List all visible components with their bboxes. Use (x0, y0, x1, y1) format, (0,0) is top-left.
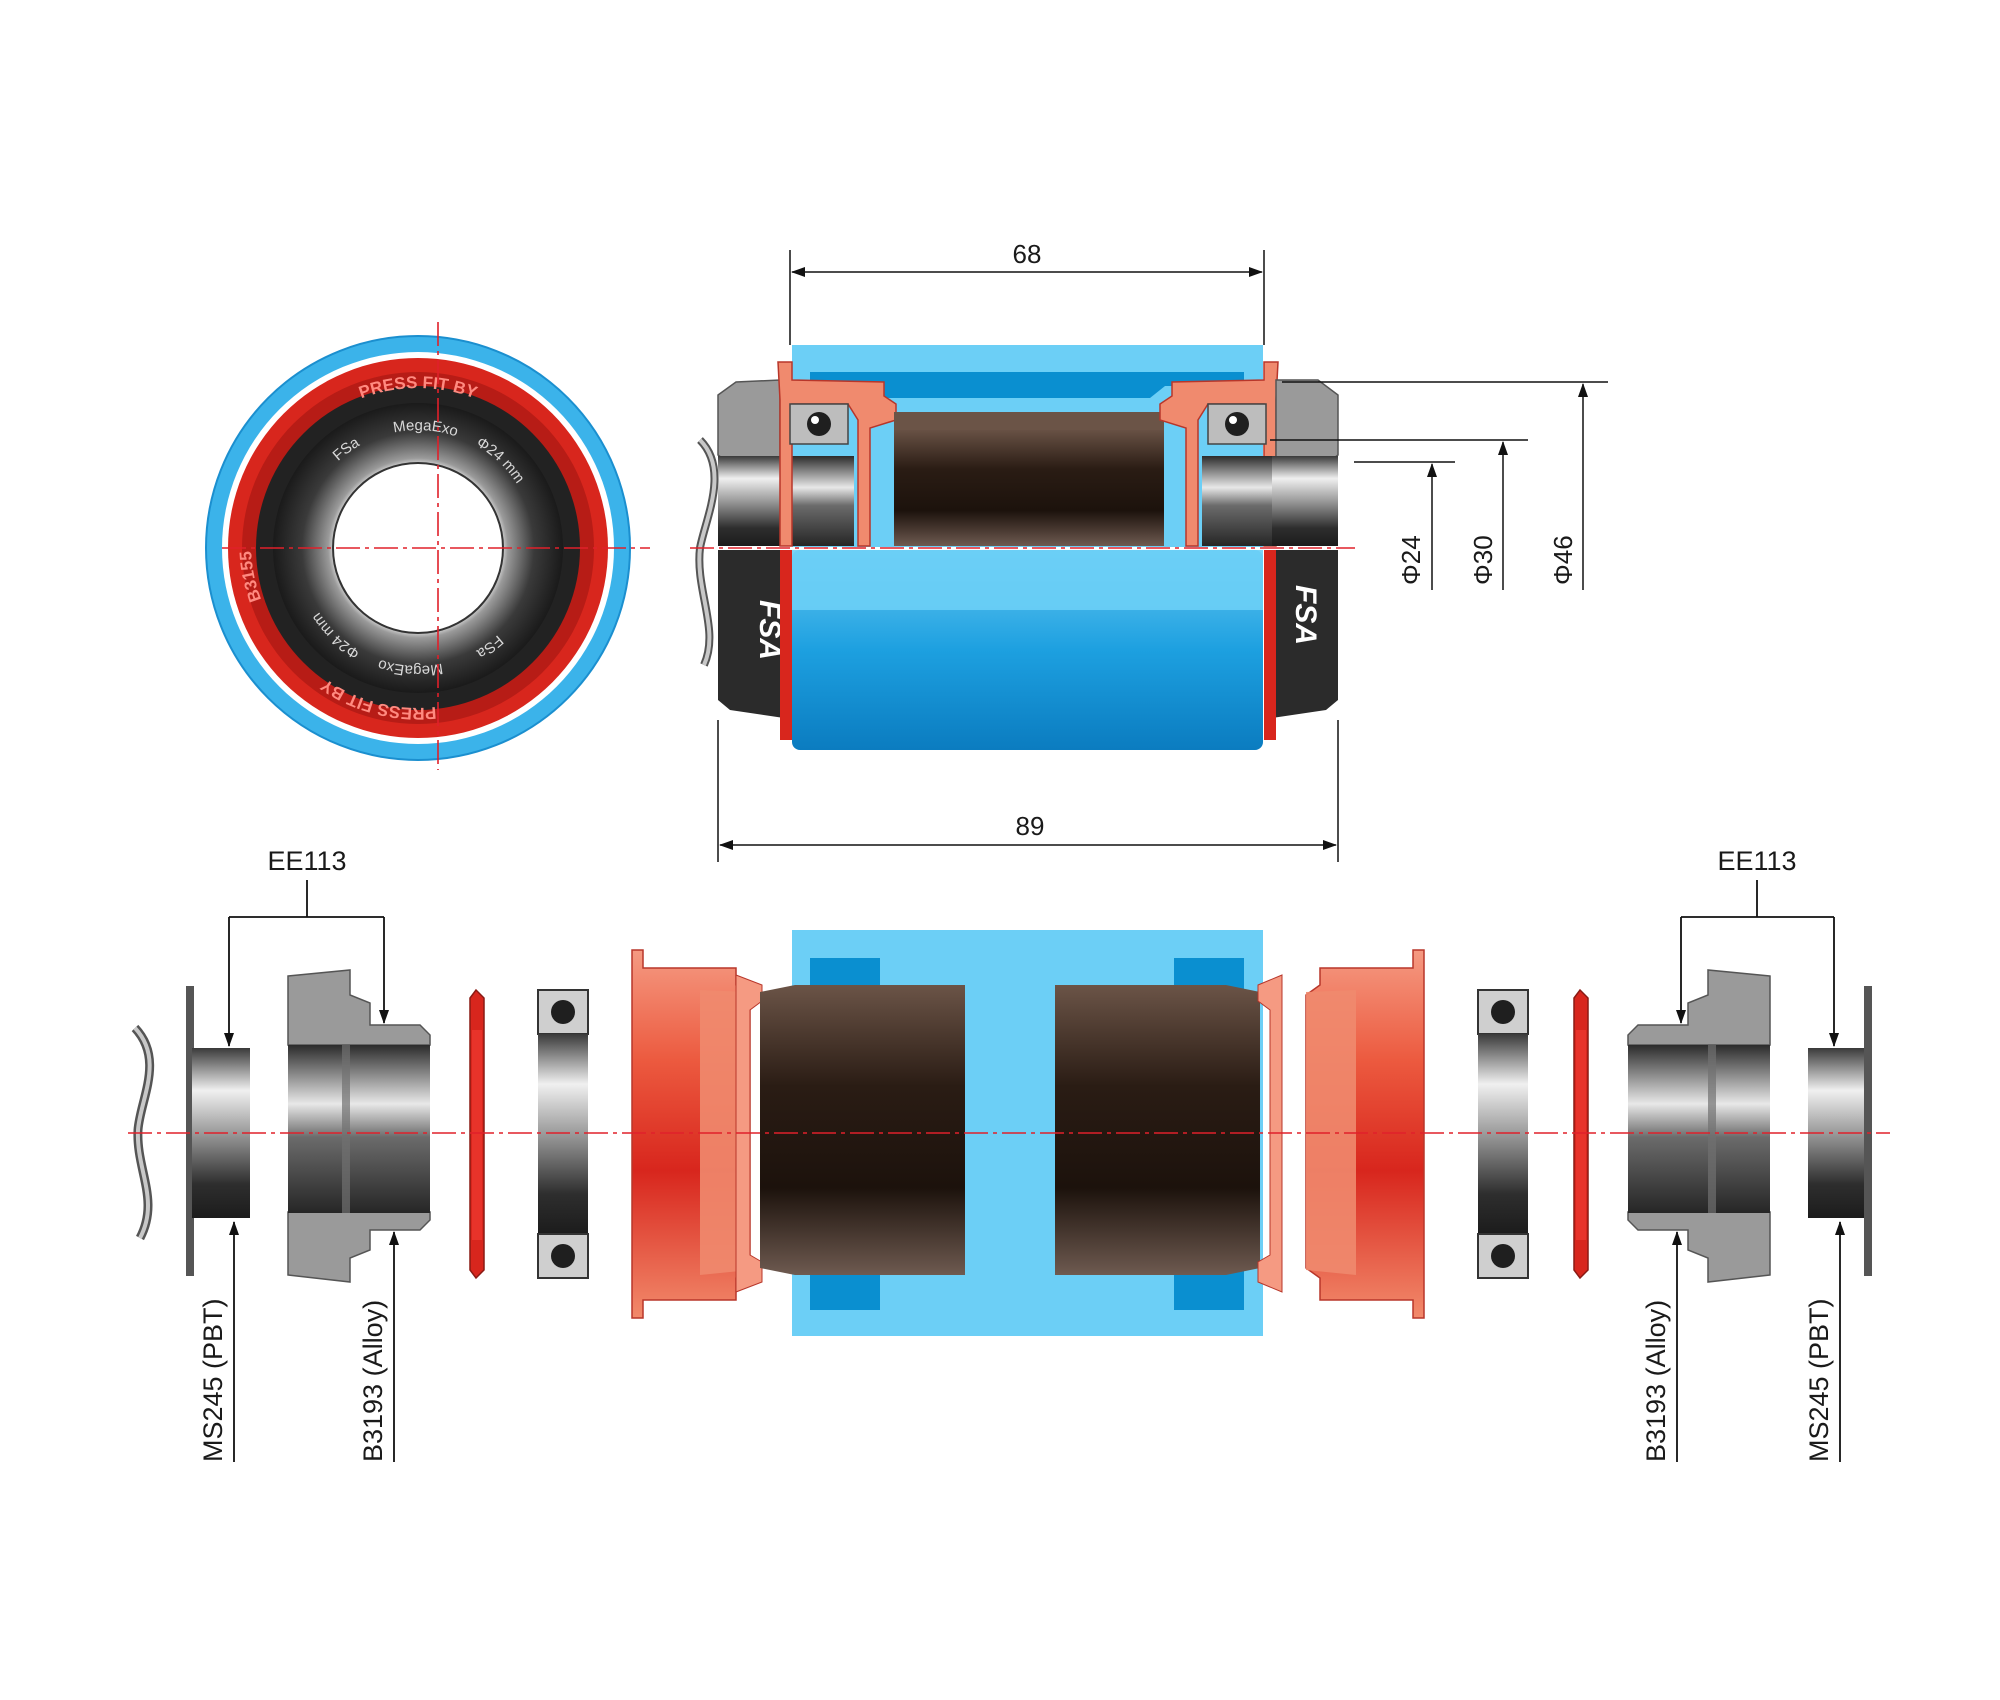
left-adapter-cylinder (784, 456, 854, 546)
left-adapter-groove (342, 1045, 350, 1213)
exploded-view: EE113 EE113 MS245 (PBT) B3193 (Alloy) B3… (128, 846, 1890, 1462)
label-ee113-right: EE113 (1717, 846, 1796, 876)
right-red-seal-ring-face (1576, 1030, 1586, 1240)
left-bearing-ball (807, 412, 831, 436)
right-cup-cylinder (1272, 456, 1338, 546)
shell-bottom-highlight (792, 550, 1263, 610)
spindle (894, 428, 1164, 546)
right-bearing-ball-highlight (1229, 416, 1237, 424)
spindle-left-half (760, 985, 965, 1275)
right-adapter-cylinder (1202, 456, 1272, 546)
left-adapter-body (288, 1045, 430, 1213)
right-adapter-groove (1708, 1045, 1716, 1213)
label-left-adapter: B3193 (Alloy) (358, 1300, 388, 1462)
spindle-top-edge (894, 412, 1164, 430)
right-side-logo: FSA (1289, 585, 1322, 645)
left-cup-cylinder (718, 456, 784, 546)
right-bearing-exploded-ball-bottom (1491, 1244, 1515, 1268)
right-bearing-exploded-bottom (1477, 1233, 1529, 1279)
left-bearing-exploded-ball-top (551, 1000, 575, 1024)
shell-top-dark (810, 372, 1244, 398)
dia-30-label: Φ30 (1468, 535, 1498, 585)
left-red-edge (780, 550, 792, 740)
left-bearing-exploded-top (537, 989, 589, 1035)
right-adapter-body (1628, 1045, 1770, 1213)
right-bearing-ball (1225, 412, 1249, 436)
right-red-cup-inner (1306, 990, 1356, 1275)
label-right-seal: MS245 (PBT) (1804, 1298, 1834, 1462)
label-right-adapter: B3193 (Alloy) (1641, 1300, 1671, 1462)
assembled-section-view: FSA FSA 68 89 (690, 239, 1608, 862)
spindle-right-half (1055, 985, 1260, 1275)
right-red-edge (1264, 550, 1276, 740)
left-adapter-section-top (287, 969, 431, 1046)
left-red-seal-ring-face (472, 1030, 482, 1240)
label-ee113-left: EE113 (267, 846, 346, 876)
end-view: PRESS FIT BY PRESS FIT BY B3155 FSa Mega… (205, 322, 650, 770)
left-bearing-ball-highlight (811, 416, 819, 424)
left-red-cup-section (777, 361, 897, 547)
left-wave-washer-exploded-inner (133, 1026, 152, 1239)
right-cup-lower (1272, 550, 1338, 718)
shell-exploded-core (970, 958, 1050, 1310)
left-bearing-exploded-ball-bottom (551, 1244, 575, 1268)
left-adapter-section-bottom (287, 1211, 431, 1283)
left-wave-washer (695, 437, 719, 667)
right-adapter-section-bottom (1627, 1211, 1771, 1283)
right-bearing-exploded-ball-top (1491, 1000, 1515, 1024)
right-adapter-section-top (1627, 969, 1771, 1046)
dim-68-label: 68 (1013, 239, 1042, 269)
left-seal-flange (186, 986, 194, 1276)
left-cup-lower (718, 550, 784, 718)
dia-46-label: Φ46 (1548, 535, 1578, 585)
label-left-seal: MS245 (PBT) (198, 1298, 228, 1462)
right-seal-flange (1864, 986, 1872, 1276)
right-bearing-exploded-body (1478, 1034, 1528, 1234)
dia-24-label: Φ24 (1396, 535, 1426, 585)
dim-89-label: 89 (1016, 811, 1045, 841)
left-bearing-exploded-body (538, 1034, 588, 1234)
